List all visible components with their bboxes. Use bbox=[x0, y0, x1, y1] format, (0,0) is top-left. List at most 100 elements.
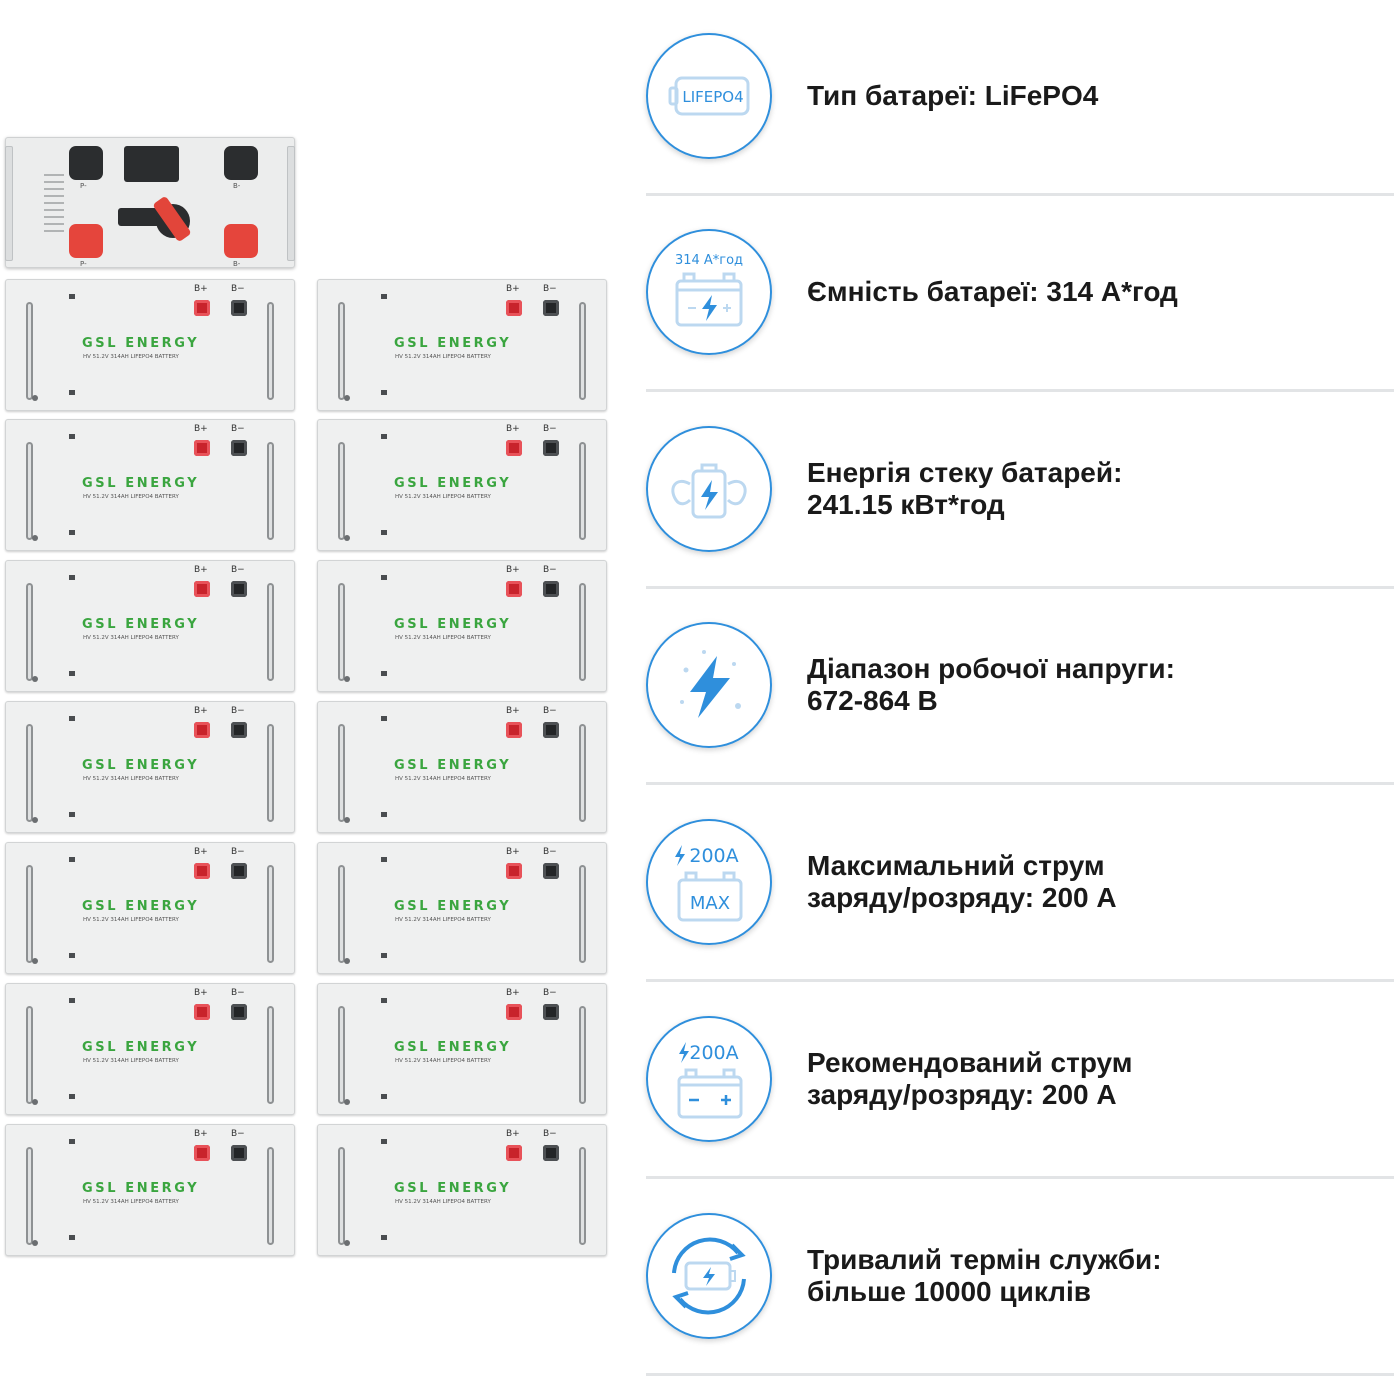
negative-terminal-label: B− bbox=[543, 284, 557, 294]
divider bbox=[646, 1373, 1394, 1376]
recommended-current-icon: 200A bbox=[646, 1016, 772, 1142]
brand-logo-text: GSL ENERGY bbox=[82, 617, 200, 632]
status-led bbox=[32, 676, 38, 682]
brand-logo-text: GSL ENERGY bbox=[394, 899, 512, 914]
comm-port bbox=[69, 998, 75, 1003]
capacity-icon-text: 314 А*год bbox=[675, 253, 743, 268]
spec-text: Тривалий термін служби: більше 10000 цик… bbox=[807, 1180, 1387, 1372]
port-label: P- bbox=[80, 182, 87, 190]
negative-terminal bbox=[231, 722, 247, 738]
rack-ear bbox=[5, 146, 13, 261]
negative-terminal bbox=[543, 722, 559, 738]
positive-terminal bbox=[506, 1145, 522, 1161]
module-handle bbox=[26, 724, 33, 822]
module-handle bbox=[579, 583, 586, 681]
cycle-life-icon bbox=[646, 1213, 772, 1339]
brand-logo-text: GSL ENERGY bbox=[82, 758, 200, 773]
positive-terminal bbox=[506, 440, 522, 456]
negative-terminal bbox=[231, 581, 247, 597]
module-handle bbox=[579, 302, 586, 400]
positive-terminal bbox=[194, 1145, 210, 1161]
model-label: HV 51.2V 314AH LIFEPO4 BATTERY bbox=[83, 1058, 179, 1064]
module-handle bbox=[338, 583, 345, 681]
comm-port bbox=[381, 1235, 387, 1240]
module-handle bbox=[579, 865, 586, 963]
positive-terminal-label: B+ bbox=[194, 847, 208, 857]
power-port bbox=[224, 224, 258, 258]
spec-row-cycle-life: Тривалий термін служби: більше 10000 цик… bbox=[642, 1180, 1394, 1376]
module-handle bbox=[267, 865, 274, 963]
status-led bbox=[344, 817, 350, 823]
comm-port bbox=[69, 857, 75, 862]
spec-row-stack-energy: Енергія стеку батарей: 241.15 кВт*год bbox=[642, 393, 1394, 589]
module-handle bbox=[267, 724, 274, 822]
positive-terminal-label: B+ bbox=[194, 706, 208, 716]
spec-line: Рекомендований струм bbox=[807, 1047, 1133, 1078]
spec-text: Рекомендований струм заряду/розряду: 200… bbox=[807, 983, 1387, 1175]
status-led bbox=[344, 1240, 350, 1246]
status-led bbox=[344, 958, 350, 964]
negative-terminal-label: B− bbox=[231, 565, 245, 575]
recommended-current-icon-text: 200A bbox=[689, 1042, 738, 1064]
module-handle bbox=[338, 865, 345, 963]
spec-row-voltage-range: Діапазон робочої напруги: 672-864 В bbox=[642, 589, 1394, 785]
positive-terminal-label: B+ bbox=[506, 847, 520, 857]
comm-port bbox=[381, 812, 387, 817]
negative-terminal bbox=[543, 300, 559, 316]
positive-terminal bbox=[194, 300, 210, 316]
spec-text: Енергія стеку батарей: 241.15 кВт*год bbox=[807, 393, 1387, 585]
module-handle bbox=[338, 1006, 345, 1104]
positive-terminal-label: B+ bbox=[506, 424, 520, 434]
status-led bbox=[344, 395, 350, 401]
module-handle bbox=[26, 1147, 33, 1245]
module-handle bbox=[338, 302, 345, 400]
breaker-switch bbox=[118, 208, 168, 226]
power-port bbox=[224, 146, 258, 180]
model-label: HV 51.2V 314AH LIFEPO4 BATTERY bbox=[83, 776, 179, 782]
positive-terminal bbox=[194, 722, 210, 738]
positive-terminal-label: B+ bbox=[506, 988, 520, 998]
status-led bbox=[32, 817, 38, 823]
model-label: HV 51.2V 314AH LIFEPO4 BATTERY bbox=[83, 354, 179, 360]
module-handle bbox=[267, 442, 274, 540]
positive-terminal bbox=[194, 440, 210, 456]
status-led bbox=[344, 535, 350, 541]
negative-terminal bbox=[543, 440, 559, 456]
lightning-icon bbox=[646, 622, 772, 748]
spec-line: Діапазон робочої напруги: bbox=[807, 653, 1175, 684]
spec-row-battery-type: LIFEPO4 Тип батареї: LiFePO4 bbox=[642, 0, 1394, 196]
module-handle bbox=[267, 1147, 274, 1245]
max-current-icon-text: 200A bbox=[689, 845, 738, 867]
max-current-icon: 200A MAX bbox=[646, 819, 772, 945]
module-handle bbox=[26, 865, 33, 963]
comm-port bbox=[381, 1094, 387, 1099]
power-port bbox=[69, 224, 103, 258]
module-handle bbox=[338, 442, 345, 540]
positive-terminal bbox=[506, 863, 522, 879]
negative-terminal bbox=[231, 300, 247, 316]
negative-terminal bbox=[231, 863, 247, 879]
divider bbox=[646, 782, 1394, 785]
brand-logo-text: GSL ENERGY bbox=[394, 1040, 512, 1055]
positive-terminal-label: B+ bbox=[506, 1129, 520, 1139]
comm-port bbox=[381, 530, 387, 535]
positive-terminal-label: B+ bbox=[506, 706, 520, 716]
brand-logo-text: GSL ENERGY bbox=[394, 476, 512, 491]
spec-text: Максимальний струм заряду/розряду: 200 А bbox=[807, 786, 1387, 978]
negative-terminal-label: B− bbox=[231, 847, 245, 857]
spec-line: заряду/розряду: 200 А bbox=[807, 882, 1117, 913]
brand-logo-text: GSL ENERGY bbox=[394, 1181, 512, 1196]
negative-terminal bbox=[231, 1145, 247, 1161]
positive-terminal-label: B+ bbox=[194, 988, 208, 998]
negative-terminal-label: B− bbox=[231, 1129, 245, 1139]
spec-line: Тривалий термін служби: bbox=[807, 1244, 1162, 1275]
model-label: HV 51.2V 314AH LIFEPO4 BATTERY bbox=[395, 776, 491, 782]
comm-port bbox=[381, 953, 387, 958]
spec-line: Ємність батареї: 314 А*год bbox=[807, 276, 1178, 307]
comm-port bbox=[381, 857, 387, 862]
spec-line: заряду/розряду: 200 А bbox=[807, 1079, 1117, 1110]
